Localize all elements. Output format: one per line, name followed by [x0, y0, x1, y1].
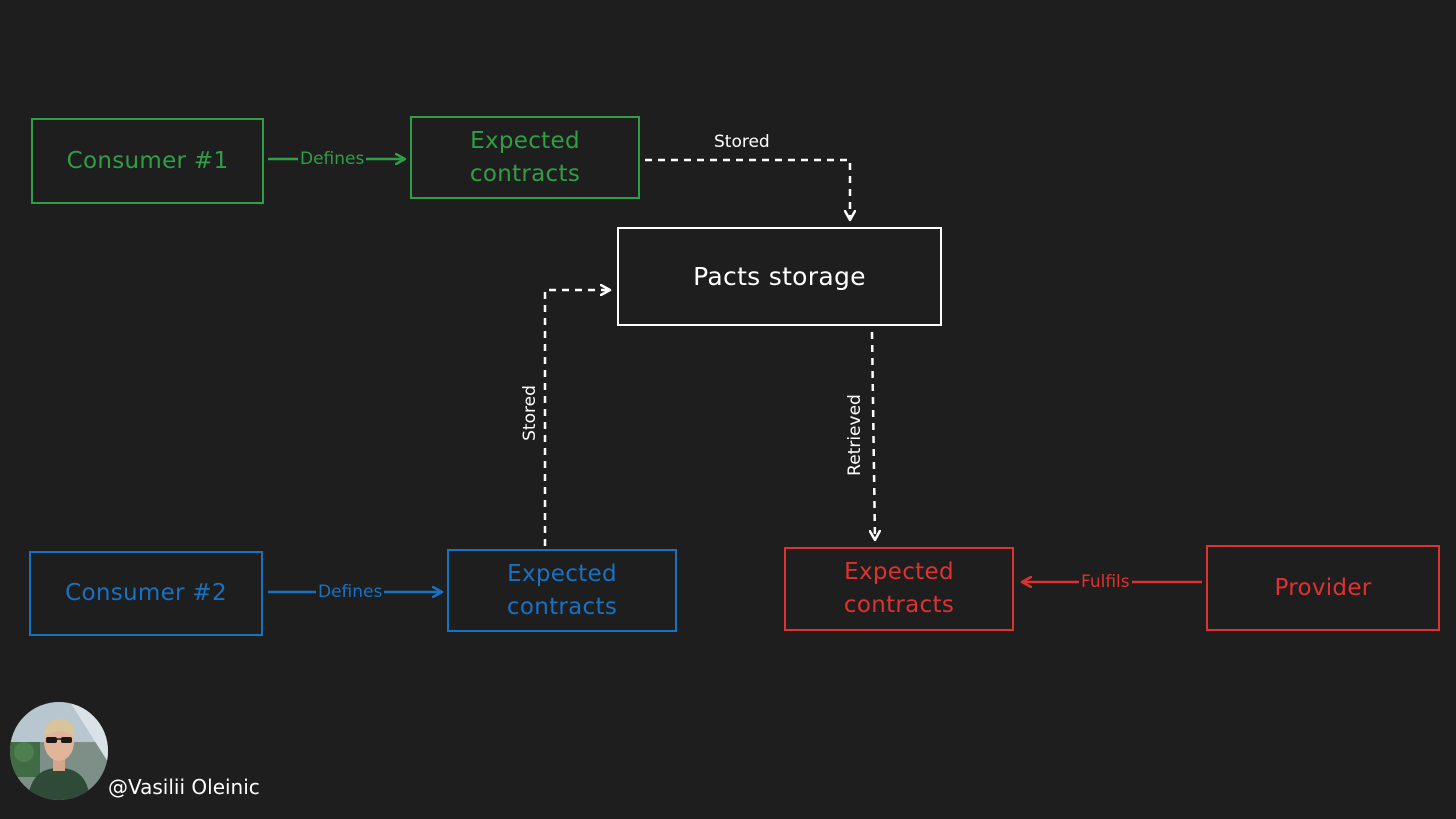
edge-label-fulfils: Fulfils	[1079, 572, 1132, 592]
node-provider-label: Provider	[1274, 574, 1372, 601]
node-consumer-2-label: Consumer #2	[65, 580, 227, 606]
arrow-retrieved	[872, 331, 875, 540]
node-pacts-storage: Pacts storage	[617, 227, 942, 326]
node-consumer-1: Consumer #1	[31, 118, 264, 204]
node-expected-contracts-2-label: Expected contracts	[506, 560, 618, 620]
node-expected-contracts-1: Expected contracts	[410, 116, 640, 199]
edge-label-stored-2: Stored	[519, 383, 540, 443]
author-avatar	[10, 702, 108, 800]
edge-label-defines-1: Defines	[298, 149, 367, 169]
node-expected-contracts-1-label: Expected contracts	[469, 127, 581, 187]
avatar-portrait	[10, 702, 108, 800]
node-expected-contracts-3-label: Expected contracts	[843, 559, 955, 618]
edge-label-retrieved: Retrieved	[844, 392, 865, 478]
node-expected-contracts-3: Expected contracts	[784, 547, 1014, 631]
arrow-stored-1	[645, 158, 850, 220]
edge-label-defines-2: Defines	[316, 582, 385, 602]
node-expected-contracts-2: Expected contracts	[447, 549, 677, 632]
edge-label-stored-1: Stored	[712, 132, 772, 152]
node-provider: Provider	[1206, 545, 1440, 631]
arrow-stored-2	[543, 290, 610, 546]
node-pacts-storage-label: Pacts storage	[693, 262, 866, 291]
node-consumer-1-label: Consumer #1	[66, 147, 229, 174]
author-handle: @Vasilii Oleinic	[108, 775, 260, 799]
node-consumer-2: Consumer #2	[29, 551, 263, 636]
